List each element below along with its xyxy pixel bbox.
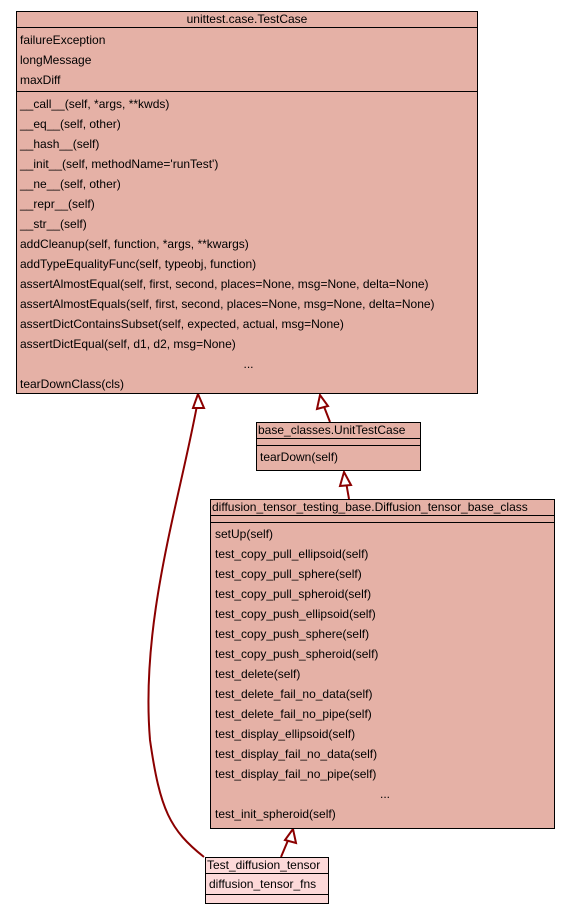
- method-item: test_copy_pull_ellipsoid(self): [215, 547, 369, 561]
- attributes-section: failureException longMessage maxDiff: [17, 28, 477, 92]
- methods-ellipsis: ...: [243, 357, 254, 371]
- method-item: __init__(self, methodName='runTest'): [20, 157, 219, 171]
- class-title: base_classes.UnitTestCase: [257, 423, 420, 439]
- attribute-item: longMessage: [20, 53, 92, 67]
- class-unittestcase: base_classes.UnitTestCase tearDown(self): [256, 422, 421, 471]
- arrowhead-testcase-right: [315, 392, 330, 411]
- method-item: setUp(self): [215, 527, 274, 541]
- method-item: test_delete(self): [215, 667, 301, 681]
- arrowhead-unittestcase: [338, 469, 353, 488]
- method-item: test_delete_fail_no_data(self): [215, 687, 373, 701]
- class-test-diffusion-tensor: Test_diffusion_tensor diffusion_tensor_f…: [205, 857, 329, 904]
- method-item: test_copy_push_sphere(self): [215, 627, 370, 641]
- method-item: assertDictEqual(self, d1, d2, msg=None): [20, 337, 236, 351]
- method-item: __hash__(self): [20, 137, 100, 151]
- attribute-item: diffusion_tensor_fns: [209, 877, 317, 891]
- method-item: test_copy_pull_sphere(self): [215, 567, 362, 581]
- method-item: test_display_ellipsoid(self): [215, 727, 356, 741]
- arrowhead-testcase-left: [191, 391, 206, 409]
- method-item: test_copy_pull_spheroid(self): [215, 587, 372, 601]
- method-item: __ne__(self, other): [20, 177, 121, 191]
- attributes-section: diffusion_tensor_fns: [206, 874, 328, 895]
- arrowhead-diffusion: [283, 826, 298, 845]
- method-item: addTypeEqualityFunc(self, typeobj, funct…: [20, 257, 257, 271]
- attribute-item: failureException: [20, 33, 106, 47]
- class-diffusion-base: diffusion_tensor_testing_base.Diffusion_…: [210, 499, 555, 829]
- methods-ellipsis: ...: [379, 787, 390, 801]
- method-item: test_delete_fail_no_pipe(self): [215, 707, 372, 721]
- class-title: Test_diffusion_tensor: [206, 858, 328, 874]
- class-testcase: unittest.case.TestCase failureException …: [16, 11, 478, 394]
- method-item: test_copy_push_spheroid(self): [215, 647, 379, 661]
- class-title: unittest.case.TestCase: [17, 12, 477, 28]
- method-item: addCleanup(self, function, *args, **kwar…: [20, 237, 249, 251]
- methods-section: tearDown(self): [257, 446, 420, 467]
- method-item: tearDown(self): [260, 450, 339, 464]
- method-item: test_display_fail_no_data(self): [215, 747, 378, 761]
- methods-section: [206, 895, 328, 903]
- method-item: test_copy_push_ellipsoid(self): [215, 607, 376, 621]
- method-item: test_display_fail_no_pipe(self): [215, 767, 377, 781]
- attributes-section: [211, 516, 554, 523]
- method-item: assertDictContainsSubset(self, expected,…: [20, 317, 344, 331]
- edge-test-to-testcase: [147, 399, 205, 858]
- method-item: __eq__(self, other): [20, 117, 121, 131]
- class-title: diffusion_tensor_testing_base.Diffusion_…: [211, 500, 554, 516]
- method-item: tearDownClass(cls): [20, 377, 125, 391]
- method-item: assertAlmostEqual(self, first, second, p…: [20, 277, 429, 291]
- method-item: __call__(self, *args, **kwds): [20, 97, 170, 111]
- method-item: assertAlmostEquals(self, first, second, …: [20, 297, 435, 311]
- method-item: test_init_spheroid(self): [215, 807, 336, 821]
- methods-section: __call__(self, *args, **kwds) __eq__(sel…: [17, 92, 477, 394]
- attribute-item: maxDiff: [20, 73, 61, 87]
- method-item: __str__(self): [20, 217, 87, 231]
- attributes-section: [257, 439, 420, 446]
- method-item: __repr__(self): [20, 197, 95, 211]
- methods-section: setUp(self) test_copy_pull_ellipsoid(sel…: [211, 523, 554, 824]
